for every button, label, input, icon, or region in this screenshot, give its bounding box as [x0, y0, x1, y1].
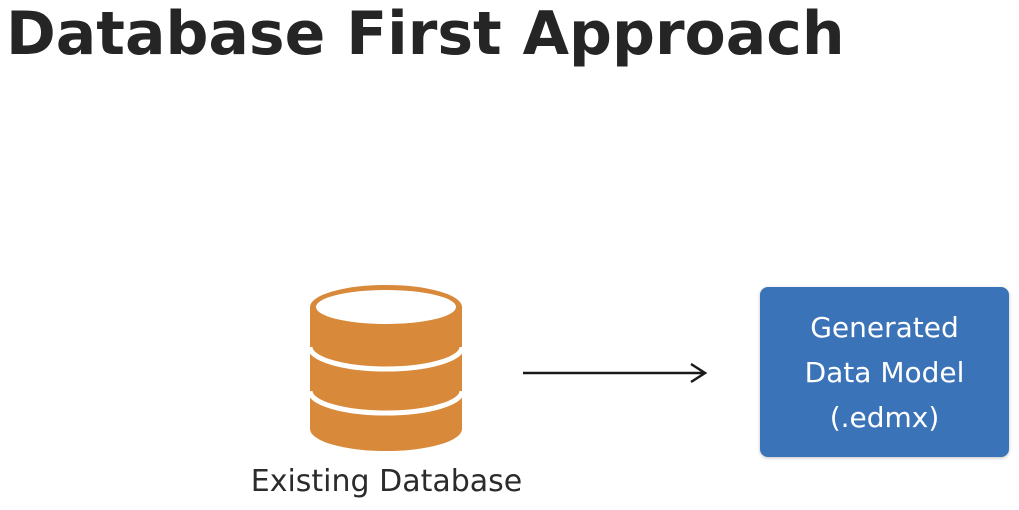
database-stripe: [307, 346, 465, 372]
generated-model-box: Generated Data Model (.edmx): [760, 287, 1009, 457]
database-label: Existing Database: [250, 464, 523, 499]
model-line: Data Model: [804, 355, 965, 389]
database-stripe: [307, 390, 465, 416]
model-line: (.edmx): [829, 400, 940, 434]
model-line: Generated: [810, 310, 959, 344]
database-top-inner: [316, 290, 456, 324]
database-icon: [307, 285, 465, 451]
arrow-right-icon: [523, 362, 708, 384]
slide-title: Database First Approach: [6, 0, 845, 69]
database-body: [310, 307, 462, 451]
